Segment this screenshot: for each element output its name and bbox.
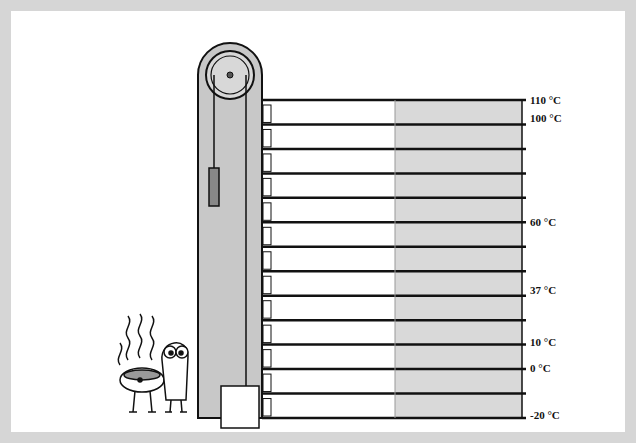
elevator-door — [263, 105, 271, 122]
floor-room — [395, 198, 522, 222]
pulley-axle — [227, 72, 233, 78]
elevator-door — [263, 178, 271, 195]
floor-slab — [262, 172, 526, 175]
floor-room — [395, 296, 522, 320]
floor-slab — [262, 99, 526, 102]
temperature-label: -20 °C — [530, 410, 560, 421]
cable — [213, 75, 215, 168]
floor-room — [395, 100, 522, 124]
floor-room — [262, 247, 395, 271]
pulley-rim — [211, 56, 249, 94]
floor-slab — [262, 343, 526, 346]
floor-room — [262, 124, 395, 148]
pulley — [206, 51, 254, 99]
elevator-door — [263, 350, 271, 367]
temperature-label: 60 °C — [530, 217, 556, 228]
floor-slab — [262, 294, 526, 297]
temperature-label: 0 °C — [530, 363, 551, 374]
room-divider — [395, 100, 396, 418]
floor-room — [395, 149, 522, 173]
floor-room — [262, 222, 395, 246]
floor-slab — [262, 246, 526, 249]
floor-room — [262, 394, 395, 418]
floor-room — [395, 271, 522, 295]
floor-room — [262, 320, 395, 344]
floor-room — [395, 222, 522, 246]
elevator-car — [221, 386, 259, 428]
floor-room — [262, 296, 395, 320]
floor-room — [262, 100, 395, 124]
floor-slab — [262, 270, 526, 273]
temperature-label: 10 °C — [530, 337, 556, 348]
floor-room — [395, 345, 522, 369]
elevator-door — [263, 325, 271, 342]
floor-room — [395, 173, 522, 197]
elevator-door — [263, 252, 271, 269]
floor-room — [262, 149, 395, 173]
floor-room — [395, 320, 522, 344]
floor-slab — [262, 319, 526, 322]
creature-standing — [162, 343, 188, 412]
elevator-door — [263, 301, 271, 318]
elevator-door — [263, 203, 271, 220]
floor-room — [395, 124, 522, 148]
floor-slab — [262, 417, 526, 420]
floor-room — [395, 247, 522, 271]
floor-room — [395, 394, 522, 418]
temperature-label: 37 °C — [530, 285, 556, 296]
elevator-door — [263, 129, 271, 146]
cable — [245, 75, 247, 386]
building-wall — [521, 100, 523, 418]
floor-room — [262, 369, 395, 393]
floor-room — [262, 271, 395, 295]
creature-with-pot — [118, 314, 164, 412]
floor-slab — [262, 123, 526, 126]
elevator-shaft — [198, 43, 262, 418]
temperature-label: 110 °C — [530, 95, 561, 106]
floor-slab — [262, 392, 526, 395]
floor-room — [262, 198, 395, 222]
elevator-door — [263, 154, 271, 171]
floor-room — [262, 345, 395, 369]
floor-slab — [262, 148, 526, 151]
floor-room — [395, 369, 522, 393]
elevator-door — [263, 276, 271, 293]
floor-slab — [262, 368, 526, 371]
elevator-door — [263, 374, 271, 391]
elevator-door — [263, 227, 271, 244]
building-floors — [262, 100, 526, 418]
panel — [11, 11, 625, 432]
floor-slab — [262, 197, 526, 200]
floor-slab — [262, 221, 526, 224]
floor-room — [262, 173, 395, 197]
counterweight — [209, 168, 219, 206]
elevator-door — [263, 399, 271, 416]
temperature-label: 100 °C — [530, 113, 562, 124]
